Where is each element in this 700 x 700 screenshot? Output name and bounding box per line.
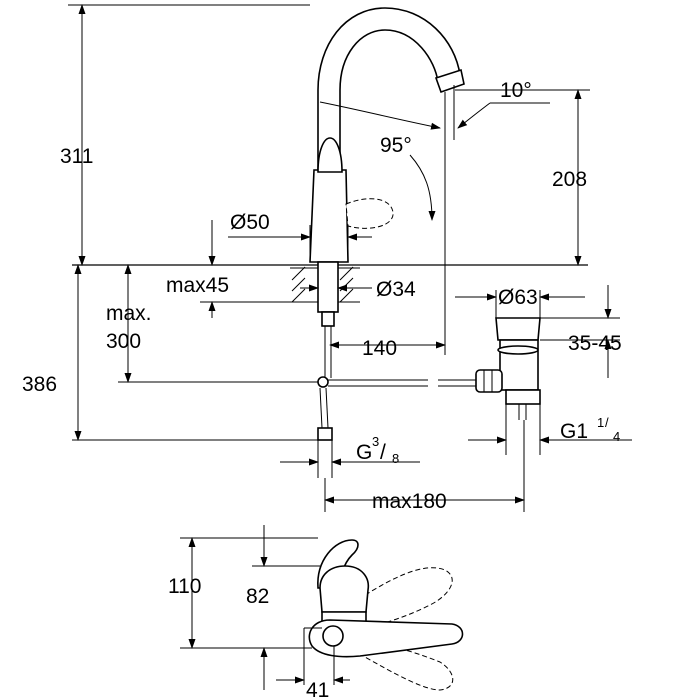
svg-text:/: / [380, 441, 386, 464]
label-311: 311 [60, 145, 93, 168]
faucet-elevation [72, 7, 588, 441]
label-max: max. [106, 302, 152, 325]
hose-joint [317, 376, 329, 388]
svg-text:3: 3 [372, 434, 379, 449]
label-g114: G1 1 / 4 [560, 415, 620, 444]
svg-text:1: 1 [597, 415, 604, 430]
label-208: 208 [552, 168, 587, 191]
label-41: 41 [306, 679, 329, 700]
lever-open-ghost [345, 198, 394, 229]
label-d50: Ø50 [230, 211, 270, 234]
svg-text:/: / [605, 415, 609, 430]
label-d34: Ø34 [376, 278, 416, 301]
svg-text:4: 4 [613, 429, 620, 444]
svg-text:G: G [356, 441, 372, 464]
label-max180: max180 [372, 490, 447, 513]
label-110: 110 [168, 575, 201, 598]
hose-nut [317, 427, 333, 441]
lever-plan-view [303, 539, 464, 691]
svg-text:G1: G1 [560, 420, 588, 443]
lever-closed [317, 137, 343, 173]
label-140: 140 [362, 337, 397, 360]
faucet-body [309, 169, 349, 263]
aerator [434, 68, 465, 94]
label-95-deg: 95° [380, 134, 412, 157]
tailpiece [317, 261, 339, 313]
lever-ghost-front [344, 567, 453, 631]
label-10-deg: 10° [500, 79, 532, 102]
label-35-45: 35-45 [568, 332, 622, 355]
label-82: 82 [246, 585, 269, 608]
label-d63: Ø63 [498, 286, 538, 309]
svg-text:8: 8 [392, 451, 399, 466]
tailpiece-tip [321, 311, 335, 327]
pop-up-waste [475, 317, 541, 420]
label-g38: G 3 / 8 [356, 434, 399, 466]
label-max45: max45 [166, 274, 229, 297]
spout-plan [308, 619, 464, 658]
label-386: 386 [22, 373, 57, 396]
label-300: 300 [106, 330, 141, 353]
